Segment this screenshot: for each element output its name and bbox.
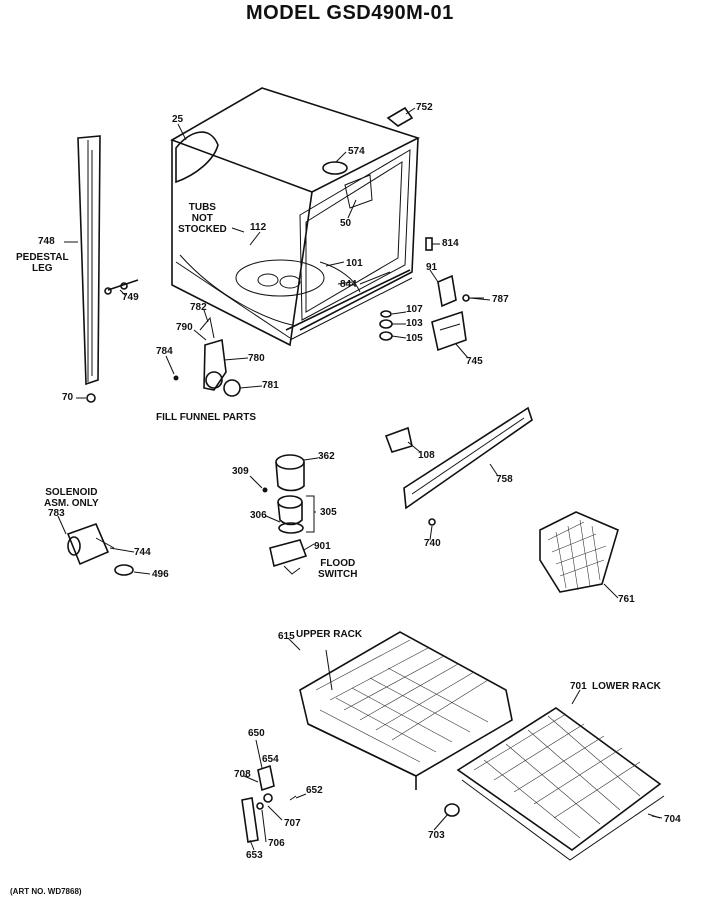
callout-101: 101 — [346, 258, 363, 269]
callout-306: 306 — [250, 510, 267, 521]
flood-switch-label: FLOOD SWITCH — [318, 558, 358, 580]
callout-305: 305 — [320, 507, 337, 518]
pedestal-leg — [76, 135, 139, 403]
callout-107: 107 — [406, 304, 423, 315]
callout-783: 783 — [48, 508, 65, 519]
callout-615: 615 — [278, 631, 295, 642]
callout-701: 701 — [570, 681, 587, 692]
callout-703: 703 — [428, 830, 445, 841]
rail-parts — [384, 406, 533, 526]
callout-362: 362 — [318, 451, 335, 462]
callout-105: 105 — [406, 333, 423, 344]
callout-704: 704 — [664, 814, 681, 825]
callout-781: 781 — [262, 380, 279, 391]
callout-761: 761 — [618, 594, 635, 605]
flood-switch-group — [262, 454, 315, 575]
callout-25: 25 — [172, 114, 184, 125]
callout-309: 309 — [232, 466, 249, 477]
pedestal-leg-label: PEDESTAL LEG — [16, 252, 69, 274]
callout-91: 91 — [426, 262, 438, 273]
callout-740: 740 — [424, 538, 441, 549]
callout-758: 758 — [496, 474, 513, 485]
right-hardware — [379, 237, 484, 352]
callout-784: 784 — [156, 346, 173, 357]
callout-652: 652 — [306, 785, 323, 796]
callout-706: 706 — [268, 838, 285, 849]
fill-funnel-parts-label: FILL FUNNEL PARTS — [156, 412, 256, 423]
lower-rack-label: LOWER RACK — [592, 681, 661, 692]
callout-844: 844 — [340, 279, 357, 290]
upper-rack-label: UPPER RACK — [296, 629, 363, 640]
callout-780: 780 — [248, 353, 265, 364]
callout-574: 574 — [348, 146, 365, 157]
solenoid — [66, 522, 134, 576]
upper-rack — [299, 631, 513, 790]
leader-lines — [57, 107, 663, 851]
tub-assembly — [170, 87, 421, 347]
callout-752: 752 — [416, 102, 433, 113]
callout-70: 70 — [62, 392, 74, 403]
callout-650: 650 — [248, 728, 265, 739]
callout-901: 901 — [314, 541, 331, 552]
callout-112: 112 — [250, 222, 267, 233]
callout-749: 749 — [122, 292, 139, 303]
callout-50: 50 — [340, 218, 352, 229]
callout-744: 744 — [134, 547, 151, 558]
callout-708: 708 — [234, 769, 251, 780]
callout-654: 654 — [262, 754, 279, 765]
callout-103: 103 — [406, 318, 423, 329]
tubs-not-stocked-label: TUBS NOT STOCKED — [178, 202, 227, 235]
callout-707: 707 — [284, 818, 301, 829]
callout-108: 108 — [418, 450, 435, 461]
art-number: (ART NO. WD7868) — [10, 887, 82, 896]
solenoid-label: SOLENOID ASM. ONLY — [44, 487, 99, 509]
diagram-title: MODEL GSD490M-01 — [246, 2, 454, 24]
lower-rack — [444, 707, 665, 861]
callout-790: 790 — [176, 322, 193, 333]
callout-782: 782 — [190, 302, 207, 313]
callout-814: 814 — [442, 238, 459, 249]
callout-748: 748 — [38, 236, 55, 247]
rack-roller-parts — [241, 764, 297, 843]
callout-653: 653 — [246, 850, 263, 861]
silverware-basket — [539, 511, 619, 593]
callout-745: 745 — [466, 356, 483, 367]
callout-787: 787 — [492, 294, 509, 305]
callout-496: 496 — [152, 569, 169, 580]
